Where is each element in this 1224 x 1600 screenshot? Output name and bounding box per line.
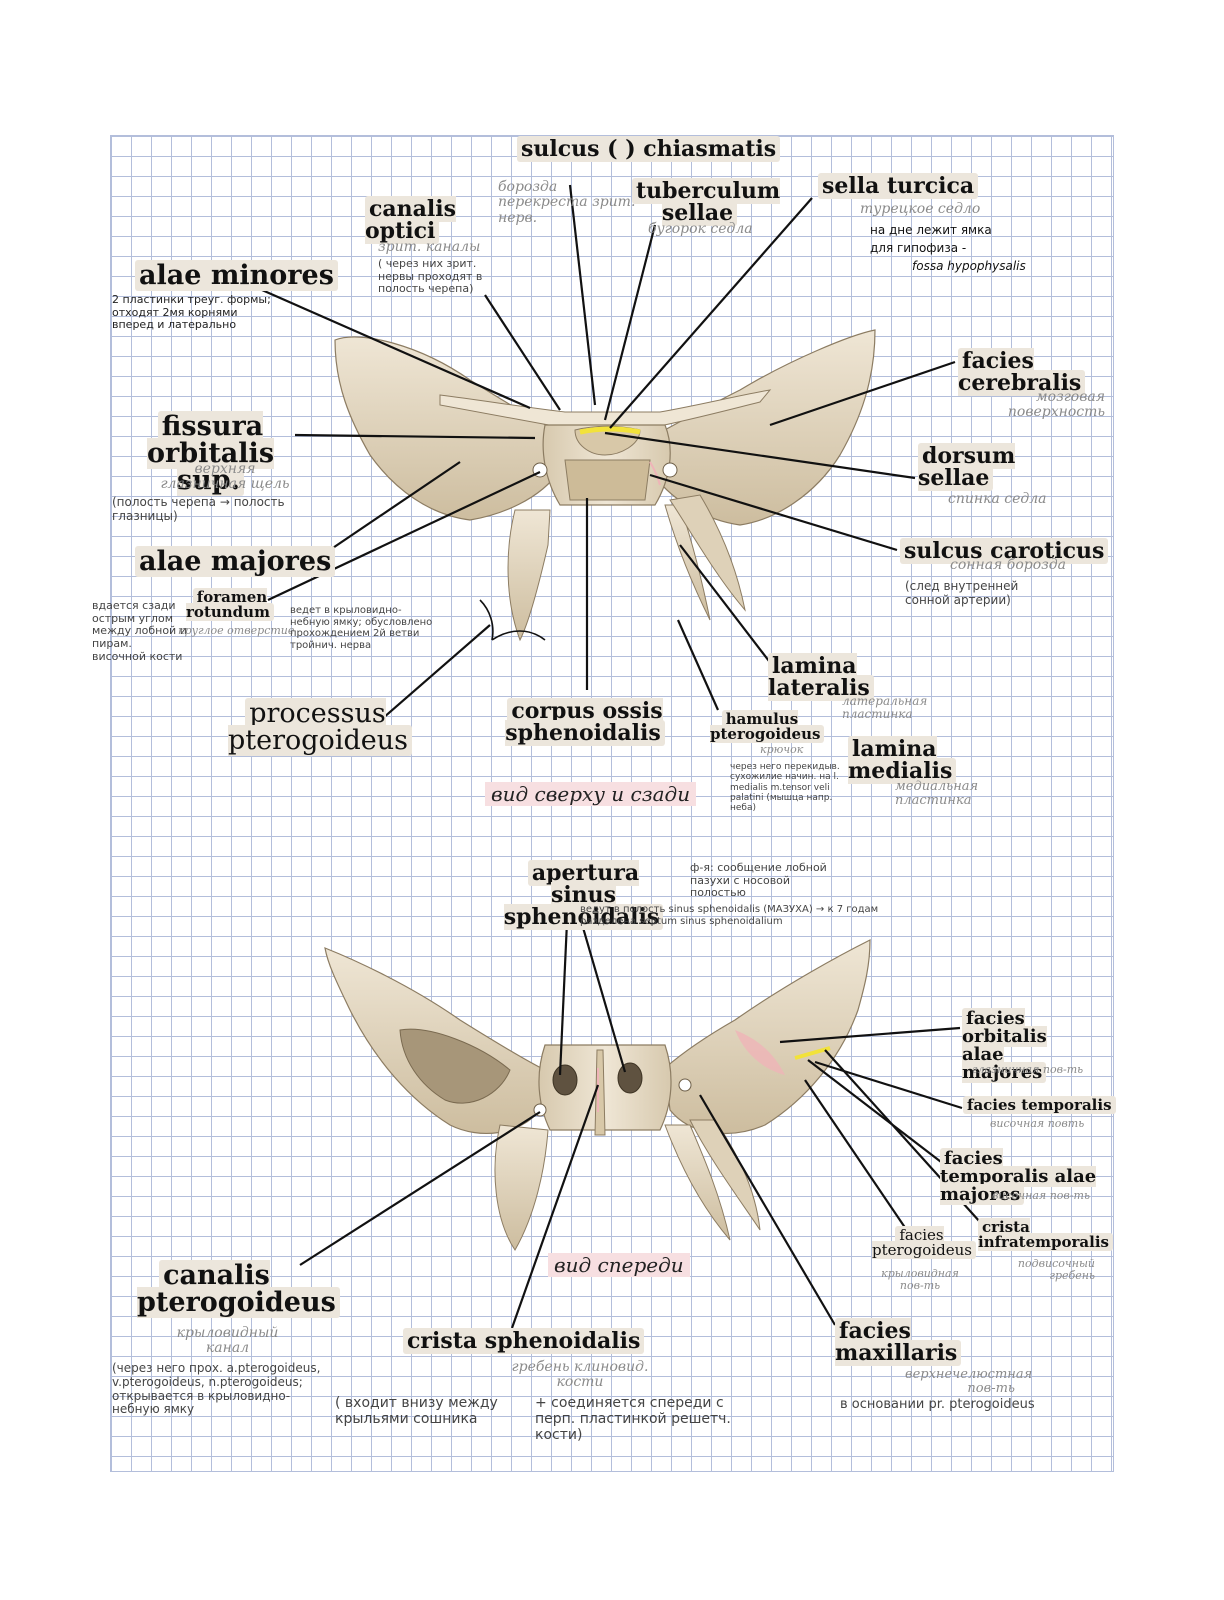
- ru-lamina-lateralis: латеральная пластинка: [842, 694, 928, 722]
- ru-sulcus-chiasmatis: борозда перекреста зрит. нерв.: [498, 179, 636, 226]
- label-crista-infratemporalis: crista infratemporalis: [978, 1218, 1113, 1251]
- top-pterygoid-left: [507, 509, 551, 642]
- label-lamina-lateralis: lamina lateralis: [768, 653, 903, 701]
- label-sulcus-caroticus: sulcus caroticus: [900, 538, 1109, 564]
- ru-foramen-rotundum: круглое отверстие: [178, 624, 295, 637]
- label-canalis-pterygoideus: canalis pterogoideus: [137, 1260, 340, 1318]
- label-facies-orbitalis: facies orbitalis alae majores: [962, 1008, 1047, 1083]
- front-aperture-left: [552, 1064, 578, 1096]
- ru-facies-maxillaris: верхнечелюстная пов-ть: [905, 1367, 1033, 1397]
- caption-top-view: вид сверху и сзади: [485, 782, 697, 806]
- top-dorsum: [564, 459, 651, 501]
- label-corpus-ossis: corpus ossis sphenoidalis: [500, 698, 670, 746]
- ru-facies-temporalis: височная повть: [990, 1117, 1085, 1130]
- label-dorsum-sellae: dorsum sellae: [918, 443, 1016, 491]
- top-sella: [574, 425, 641, 456]
- label-fissura-orbitalis: fissura orbitalis sup.: [146, 411, 275, 496]
- top-lesser-wings: [439, 389, 772, 429]
- note-foramen-rotundum: ведет в крыловидно-небную ямку; обусловл…: [290, 605, 433, 651]
- note-hamulus: через него перекидыв. сухожилие начин. н…: [730, 762, 840, 814]
- label-sulcus-chiasmatis: sulcus ( ) chiasmatis: [517, 136, 781, 162]
- note-canalis-pterygoideus: (через него прох. a.pterogoideus, v.pter…: [112, 1361, 321, 1417]
- caption-front-view: вид спереди: [548, 1253, 690, 1277]
- top-sulcus-chiasmatis-highlight: [579, 426, 641, 435]
- label-facies-temporalis-am: facies temporalis alae majores: [940, 1148, 1097, 1205]
- label-apertura: apertura sinus sphenoidalis: [496, 860, 671, 930]
- note-canalis-optici: ( через них зрит. нервы проходят в полос…: [378, 257, 483, 296]
- note-alae-majores: вдается сзади острым углом между лобной …: [92, 599, 187, 663]
- front-crista-infratemporalis-highlight: [794, 1046, 831, 1060]
- note-alae-minores: 2 пластинки треуг. формы; отходят 2мя ко…: [112, 293, 271, 332]
- ru-fissura-orbitalis: верхняя глазничная щель: [160, 461, 290, 493]
- label-hamulus: hamulus pterogoideus: [710, 710, 825, 743]
- label-canalis-optici: canalis optici: [365, 196, 457, 244]
- front-canal-right: [678, 1078, 692, 1092]
- label-alae-majores: alae majores: [135, 546, 336, 577]
- label-facies-pterygoidea: facies pterogoideus: [872, 1226, 976, 1259]
- note-facies-maxillaris: в основании pr. pterogoideus: [840, 1397, 1035, 1412]
- sphenoid-front-view: [324, 939, 871, 1251]
- ru-facies-orbitalis: глазничная пов-ть: [972, 1063, 1084, 1076]
- ru-lamina-medialis: медиальная пластинка: [895, 779, 979, 809]
- ru-dorsum-sellae: спинка седла: [948, 491, 1047, 507]
- front-orbital-highlight: [735, 1030, 785, 1075]
- label-crista-sphenoidalis: crista sphenoidalis: [403, 1328, 645, 1354]
- sphenoid-top-view: [334, 329, 876, 642]
- note-sella-turcica-1: на дне лежит ямка: [870, 223, 992, 237]
- note-crista-sphenoidalis-1: ( входит внизу между крыльями сошника: [335, 1395, 498, 1428]
- front-aperture-right: [617, 1062, 643, 1094]
- label-alae-minores: alae minores: [135, 260, 338, 291]
- label-facies-maxillaris: facies maxillaris: [835, 1318, 970, 1366]
- top-leader-lines: [261, 184, 956, 726]
- top-greater-wing-left: [334, 336, 561, 521]
- note-sella-turcica-3: fossa hypophysalis: [912, 259, 1026, 273]
- ru-sulcus-caroticus: сонная борозда: [950, 557, 1066, 573]
- note-apertura-2: ведут в полость sinus sphenoidalis (МАЗУ…: [580, 904, 879, 927]
- ru-canalis-pterygoideus: крыловидный канал: [176, 1325, 279, 1357]
- label-facies-temporalis: facies temporalis: [963, 1096, 1116, 1114]
- front-pterygoid-right: [664, 1124, 731, 1241]
- front-leader-lines: [299, 899, 981, 1329]
- label-foramen-rotundum: foramen rotundum: [180, 588, 280, 621]
- ru-sella-turcica: турецкое седло: [860, 201, 981, 217]
- front-orbital-cavity-left: [399, 1028, 511, 1104]
- note-fissura-orbitalis: (полость черепа → полость глазницы): [112, 495, 285, 523]
- ru-canalis-optici: зрит. каналы: [378, 239, 481, 255]
- note-sulcus-caroticus: (след внутренней сонной артерии): [905, 579, 1019, 607]
- ru-facies-pterygoidea: крыловидная пов-ть: [881, 1267, 959, 1293]
- ru-crista-infratemporalis: подвисочный гребень: [1017, 1257, 1095, 1283]
- label-lamina-medialis: lamina medialis: [848, 736, 957, 784]
- top-greater-wing-right: [649, 329, 876, 526]
- top-sulcus-caroticus-highlight: [649, 461, 661, 486]
- label-tuberculum-sellae: tuberculum sellae: [632, 178, 781, 226]
- note-crista-sphenoidalis-2: + соединяется спереди с перп. пластинкой…: [535, 1395, 731, 1444]
- ru-crista-sphenoidalis: гребень клиновид. кости: [511, 1359, 649, 1391]
- front-pterygoid-left: [494, 1124, 549, 1251]
- note-apertura-1: ф-я: сообщение лобной пазухи с носовой п…: [690, 861, 827, 900]
- ru-facies-cerebralis: мозговая поверхность: [1007, 389, 1105, 421]
- ru-hamulus: крючок: [760, 743, 804, 756]
- ru-tuberculum-sellae: бугорок седла: [648, 221, 753, 237]
- top-pterygoid-right-lateral: [669, 494, 746, 612]
- top-foramen-right: [662, 462, 678, 478]
- label-facies-cerebralis: facies cerebralis: [958, 348, 1086, 396]
- label-sella-turcica: sella turcica: [818, 173, 979, 199]
- note-sella-turcica-2: для гипофиза -: [870, 241, 967, 255]
- label-processus-pterygoideus: processus pterogoideus: [228, 698, 412, 756]
- ru-facies-temporalis-am: височная пов-ть: [992, 1189, 1090, 1202]
